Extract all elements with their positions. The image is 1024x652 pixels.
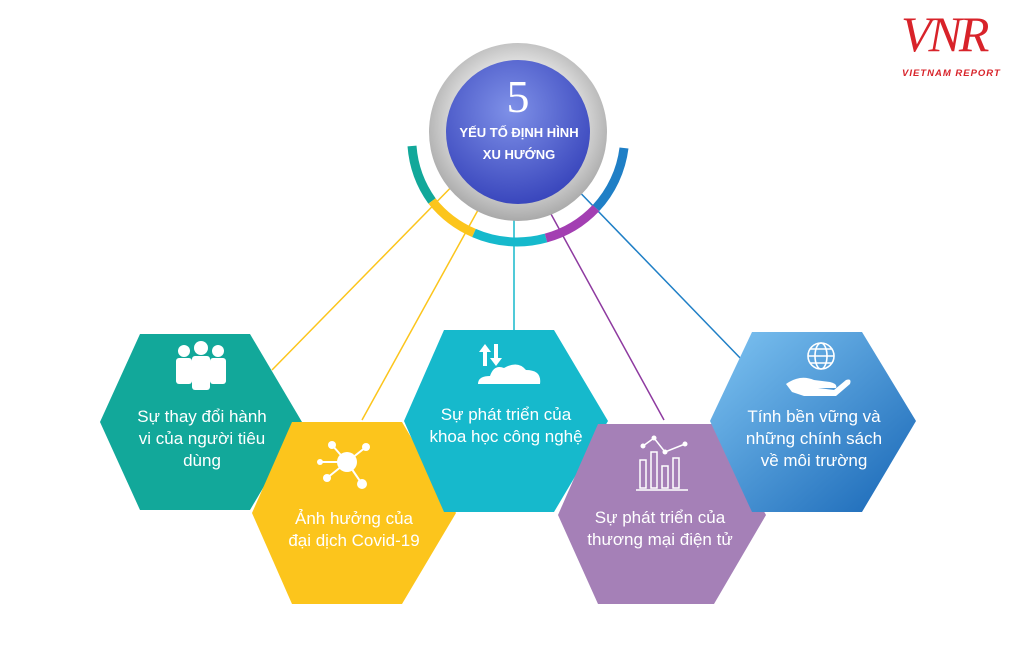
- center-circle: [446, 60, 590, 204]
- factor-3-line1: Sự phát triển của: [440, 405, 572, 424]
- hexagon-label-tech: Sự phát triển của khoa học công nghệ: [420, 404, 592, 448]
- factor-4-line1: Sự phát triển của: [594, 508, 726, 527]
- hexagon-ecommerce: [558, 424, 766, 604]
- factor-3-line2: khoa học công nghệ: [429, 427, 583, 446]
- logo-subtitle: VIETNAM REPORT: [902, 68, 1001, 79]
- center-title: YẾU TỐ ĐỊNH HÌNH XU HƯỚNG: [446, 122, 592, 166]
- center-arc-segments: [407, 145, 629, 247]
- factor-4-line2: thương mại điện tử: [587, 530, 733, 549]
- hexagon-label-sustainability: Tính bền vững và những chính sách về môi…: [728, 406, 900, 472]
- globe-hand-icon: [786, 342, 851, 396]
- arc-cyan: [472, 228, 548, 247]
- factor-2-line1: Ảnh hưởng của: [295, 509, 413, 528]
- factor-2-line2: đại dịch Covid-19: [288, 531, 420, 550]
- factor-1-line1: Sự thay đổi hành: [137, 407, 267, 426]
- center-title-line1: YẾU TỐ ĐỊNH HÌNH: [459, 125, 579, 140]
- factor-5-line1: Tính bền vững và: [747, 407, 881, 426]
- molecule-icon: [317, 441, 370, 489]
- hexagon-label-covid: Ảnh hưởng của đại dịch Covid-19: [272, 508, 436, 552]
- bar-chart-icon: [636, 435, 688, 491]
- arc-yellow: [428, 198, 476, 238]
- factor-5-line3: về môi trường: [760, 451, 868, 470]
- factor-1-line3: dùng: [183, 451, 221, 470]
- hexagon-behavior: [100, 334, 302, 510]
- center-title-line2: XU HƯỚNG: [482, 147, 556, 162]
- cloud-transfer-icon: [478, 344, 541, 384]
- arc-teal: [407, 145, 436, 204]
- arc-purple: [544, 204, 600, 243]
- logo-mark: VNR: [901, 6, 989, 62]
- center-number: 5: [506, 71, 530, 122]
- hexagon-covid: [252, 422, 456, 604]
- hexagon-label-behavior: Sự thay đổi hành vi của người tiêu dùng: [118, 406, 286, 472]
- hexagon-tech: [404, 330, 608, 512]
- factor-1-line2: vi của người tiêu: [138, 429, 266, 448]
- hexagon-label-ecommerce: Sự phát triển của thương mại điện tử: [576, 507, 744, 551]
- factor-5-line2: những chính sách: [745, 429, 883, 448]
- arc-blue: [592, 147, 629, 212]
- hexagon-sustainability: [710, 332, 916, 512]
- vietnam-report-logo: VNR VIETNAM REPORT: [893, 4, 1021, 84]
- people-icon: [176, 341, 226, 390]
